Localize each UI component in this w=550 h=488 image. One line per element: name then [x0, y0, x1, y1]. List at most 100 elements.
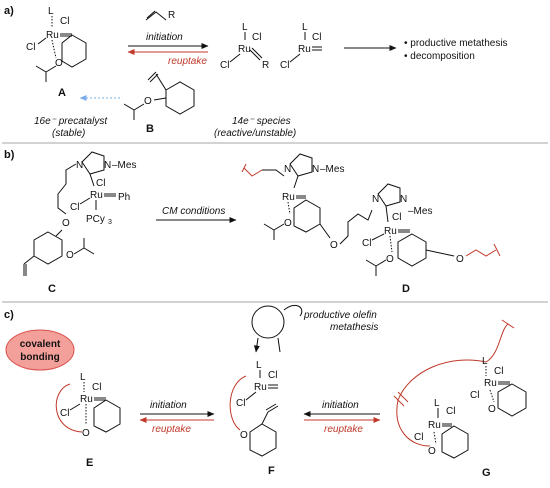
initiation-label: initiation [146, 32, 183, 43]
panel-label-b: b) [4, 149, 15, 161]
atom-R: R [168, 10, 175, 21]
initiation-label-c2: initiation [322, 400, 359, 411]
compound-label-E: E [86, 457, 93, 469]
atom-Cl-D1: Cl [392, 212, 401, 223]
atom-L: L [48, 6, 54, 17]
atom-O-D4: O [456, 254, 464, 265]
compound-label-D: D [402, 283, 410, 295]
outcome-productive: • productive metathesis [404, 38, 508, 49]
compound-label-G: G [482, 467, 491, 479]
cm-conditions-label: CM conditions [162, 206, 225, 217]
atom-Cl-s1b: Cl [220, 60, 229, 71]
atom-L-G1: L [482, 356, 488, 367]
atom-Ru-s2: Ru [298, 44, 311, 55]
atom-Cl-s1: Cl [252, 32, 261, 43]
atom-Cl-C1: Cl [96, 178, 105, 189]
atom-Cl-D2: Cl [362, 238, 371, 249]
atom-Cl-G4: Cl [414, 432, 423, 443]
olefin-reagent: R [145, 10, 175, 21]
atom-Ru: Ru [46, 30, 59, 41]
covalent-bonding-badge: covalent bonding [5, 329, 75, 371]
covalent-line2: bonding [20, 352, 59, 363]
atom-Mes-D1: –Mes [320, 164, 344, 175]
atom-O-G2: O [428, 446, 436, 457]
atom-N-D2: N [312, 164, 319, 175]
atom-Cl-s2: Cl [312, 32, 321, 43]
metathesis-cycle: productive olefin metathesis [251, 304, 378, 353]
compound-A: L Cl Ru Cl O A [26, 6, 87, 99]
atom-Cl-F2: Cl [236, 398, 245, 409]
compound-D: N N –Mes Ru O O N N –Mes Cl Ru Cl O O [241, 153, 501, 295]
productive-label2: metathesis [330, 322, 378, 333]
productive-label1: productive olefin [303, 310, 377, 321]
atom-Ru-G2: Ru [428, 420, 441, 431]
atom-O-D1: O [284, 218, 292, 229]
atom-Mes-C: –Mes [112, 160, 136, 171]
atom-Cl-E2: Cl [60, 408, 69, 419]
atom-Cl-C2: Cl [70, 202, 79, 213]
atom-Cl-G2: Cl [470, 390, 479, 401]
atom-L-F: L [256, 360, 262, 371]
panel-label-c: c) [4, 309, 14, 321]
atom-O-C1: O [62, 218, 70, 229]
atom-L-s2: L [302, 22, 308, 33]
compound-label-C: C [48, 283, 56, 295]
compound-label-B: B [146, 123, 154, 135]
atom-Cl-G1: Cl [494, 366, 503, 377]
atom-O-E: O [82, 428, 90, 439]
atom-Ru-G1: Ru [484, 378, 497, 389]
initiation-label-c1: initiation [150, 400, 187, 411]
atom-R-s1: R [262, 60, 269, 71]
outcome-decomposition: • decomposition [404, 51, 475, 62]
covalent-line1: covalent [20, 339, 61, 350]
atom-L-s1: L [242, 22, 248, 33]
precatalyst-label: 16e⁻ precatalyst [34, 116, 108, 127]
species-reactive: (reactive/unstable) [214, 128, 296, 139]
atom-N-D3: N [372, 194, 379, 205]
compound-B: O B [123, 71, 195, 135]
atom-Mes-D2: –Mes [408, 206, 432, 217]
atom-N-C2: N [104, 160, 111, 171]
compound-C: N N –Mes Cl Ru Ph Cl PCy 3 O O C [23, 151, 136, 295]
atom-L-E: L [80, 372, 86, 383]
atom-O-D3: O [386, 254, 394, 265]
atom-Ru-D1: Ru [282, 192, 295, 203]
compound-label-F: F [268, 465, 275, 477]
atom-N-C1: N [76, 160, 83, 171]
atom-Ph-C: Ph [118, 192, 130, 203]
atom-N-D1: N [284, 164, 291, 175]
precatalyst-stable: (stable) [52, 128, 85, 139]
atom-Cl-2: Cl [26, 42, 35, 53]
atom-Cl: Cl [60, 16, 69, 27]
reuptake-label: reuptake [168, 56, 207, 67]
compound-label-A: A [58, 87, 66, 99]
atom-Cl-E1: Cl [92, 382, 101, 393]
atom-L-G2: L [434, 398, 440, 409]
atom-Cl-F1: Cl [268, 370, 277, 381]
atom-Ru-E: Ru [80, 394, 93, 405]
atom-O-C2: O [66, 250, 74, 261]
atom-O: O [55, 58, 63, 69]
atom-Ru-C: Ru [90, 190, 103, 201]
reuptake-label-c2: reuptake [324, 424, 363, 435]
atom-O-B: O [144, 96, 152, 107]
atom-Cl-s2b: Cl [280, 60, 289, 71]
atom-Ru-F: Ru [254, 382, 267, 393]
atom-Ru-D2: Ru [384, 226, 397, 237]
atom-N-D4: N [400, 194, 407, 205]
species-14e-methylidene: L Cl Ru Cl [280, 22, 322, 71]
panel-label-a: a) [4, 5, 14, 17]
atom-PCy-C: PCy [86, 214, 105, 225]
atom-O-F: O [240, 430, 248, 441]
species-label: 14e⁻ species [232, 116, 291, 127]
atom-Cl-G3: Cl [446, 406, 455, 417]
species-14e-alkylidene: L Cl Ru R Cl [220, 22, 269, 71]
atom-O-D2: O [330, 240, 338, 251]
reuptake-label-c1: reuptake [152, 424, 191, 435]
compound-F: L Cl Ru Cl O F [229, 360, 279, 477]
compound-G: L Cl Ru Cl O L Cl Ru Cl O G [393, 319, 527, 479]
compound-E: L Cl Ru Cl O E [55, 372, 121, 469]
atom-PCy-sub: 3 [108, 219, 112, 226]
atom-Ru-s1: Ru [238, 44, 251, 55]
